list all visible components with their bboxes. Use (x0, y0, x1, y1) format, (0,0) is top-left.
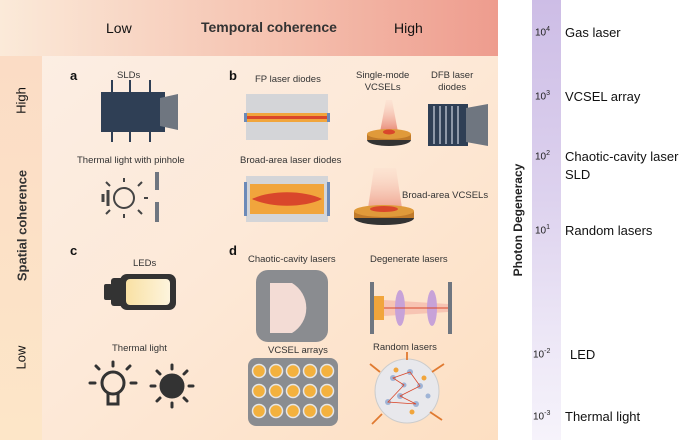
degeneracy-source-label: Thermal light (565, 409, 641, 424)
broad-area-vcsel-label: Broad-area VCSELs (402, 190, 489, 201)
degeneracy-tick: 103 (535, 90, 551, 103)
thermal-light-label: Thermal light (112, 343, 167, 354)
vcsel-arrays-label: VCSEL arrays (268, 345, 328, 356)
broad-area-laser-icon (244, 176, 330, 222)
photon-degeneracy-title: Photon Degeneracy (511, 163, 525, 277)
led-icon (104, 274, 176, 310)
diagram-graphics (0, 0, 498, 440)
degeneracy-scale-bar (532, 0, 561, 440)
vcsel-emitter (268, 383, 284, 399)
vcsel-emitter (302, 363, 318, 379)
panel-c-letter: c (70, 243, 78, 258)
degeneracy-source-label: Random lasers (565, 223, 653, 238)
panel-a-letter: a (70, 68, 78, 83)
thermal-pinhole-icon (101, 172, 159, 222)
random-lasers-label: Random lasers (373, 342, 437, 353)
thermal-pinhole-label: Thermal light with pinhole (77, 155, 185, 166)
spatial-low-label: Low (13, 345, 29, 370)
degenerate-laser-icon (370, 282, 452, 334)
slds-label: SLDs (117, 70, 141, 81)
broad-area-vcsel-icon (354, 168, 414, 225)
degeneracy-tick: 10-2 (533, 348, 551, 361)
degeneracy-source-label: Chaotic-cavity laser SLD (565, 149, 679, 182)
vcsel-array-icon (248, 358, 338, 426)
chaotic-cavity-icon (256, 270, 328, 342)
thermal-light-icon (88, 360, 195, 409)
vcsel-emitter (302, 383, 318, 399)
sld-icon (101, 80, 178, 142)
temporal-coherence-title: Temporal coherence (201, 19, 337, 35)
broad-area-laser-label: Broad-area laser diodes (240, 155, 342, 166)
spatial-coherence-title: Spatial coherence (14, 169, 30, 282)
temporal-high-label: High (394, 20, 423, 36)
degeneracy-tick: 10-3 (533, 410, 551, 423)
degeneracy-source-label: LED (570, 347, 596, 362)
coherence-diagram: Low Temporal coherence High High Spatial… (0, 0, 498, 440)
degenerate-laser-label: Degenerate lasers (370, 254, 448, 265)
vcsel-emitter (285, 383, 301, 399)
panel-b-letter: b (229, 68, 237, 83)
vcsel-emitter (319, 383, 335, 399)
random-laser-icon (369, 352, 445, 425)
vcsel-emitter (268, 363, 284, 379)
vcsel-emitter (251, 363, 267, 379)
degeneracy-tick: 102 (535, 150, 551, 163)
degeneracy-source-label: VCSEL array (565, 89, 641, 104)
chaotic-cavity-label: Chaotic-cavity lasers (248, 254, 336, 265)
degeneracy-tick: 101 (535, 224, 551, 237)
temporal-low-label: Low (106, 20, 132, 36)
leds-label: LEDs (133, 258, 157, 269)
vcsel-emitter (251, 383, 267, 399)
fp-laser-icon (244, 94, 330, 140)
vcsel-emitter (319, 403, 335, 419)
vcsel-emitter (285, 403, 301, 419)
fp-laser-label: FP laser diodes (255, 74, 321, 85)
dfb-laser-icon (428, 104, 488, 146)
single-mode-vcsel-label: Single-mode VCSELs (356, 70, 410, 93)
spatial-high-label: High (13, 87, 29, 114)
vcsel-emitter (285, 363, 301, 379)
dfb-laser-label: DFB laser diodes (431, 70, 474, 93)
vcsel-emitter (268, 403, 284, 419)
degeneracy-source-label: Gas laser (565, 25, 621, 40)
degeneracy-tick: 104 (535, 26, 551, 39)
single-mode-vcsel-icon (367, 100, 411, 146)
vcsel-emitter (251, 403, 267, 419)
vcsel-emitter (319, 363, 335, 379)
panel-d-letter: d (229, 243, 237, 258)
vcsel-emitter (302, 403, 318, 419)
